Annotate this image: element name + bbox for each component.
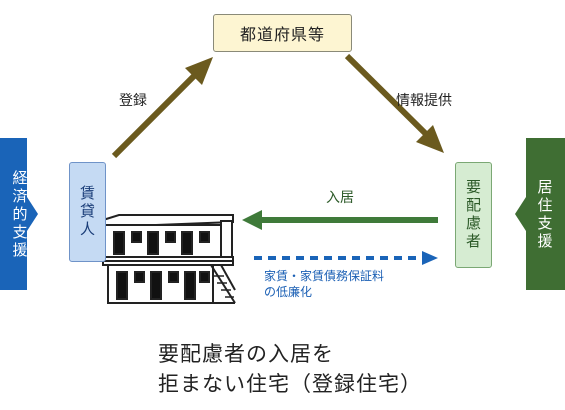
information-arrow	[344, 53, 444, 153]
landlord-box: 賃貸人	[69, 162, 106, 262]
apartment-building-icon	[102, 214, 236, 304]
registered-housing-caption: 要配慮者の入居を 拒まない住宅（登録住宅）	[158, 339, 422, 399]
move-in-arrow	[242, 210, 438, 230]
cost-reduction-label-line2: の低廉化	[264, 285, 313, 299]
housing-support-label: 居住支援	[535, 179, 554, 251]
cost-reduction-label: 家賃・家賃債務保証料 の低廉化	[264, 268, 384, 300]
cost-reduction-label-line1: 家賃・家賃債務保証料	[264, 269, 385, 283]
housing-support-banner	[515, 138, 565, 290]
economic-support-label: 経済的支援	[10, 170, 29, 260]
register-arrow	[111, 57, 213, 159]
move-in-label: 入居	[326, 190, 354, 206]
caption-line1: 要配慮者の入居を	[158, 342, 334, 366]
register-label: 登録	[119, 93, 147, 109]
priority-person-box: 要配慮者	[455, 162, 492, 268]
information-label: 情報提供	[396, 93, 452, 109]
economic-support-banner	[0, 138, 38, 290]
caption-line2: 拒まない住宅（登録住宅）	[158, 372, 422, 396]
cost-reduction-arrow	[254, 251, 438, 265]
prefecture-box: 都道府県等	[213, 14, 352, 52]
